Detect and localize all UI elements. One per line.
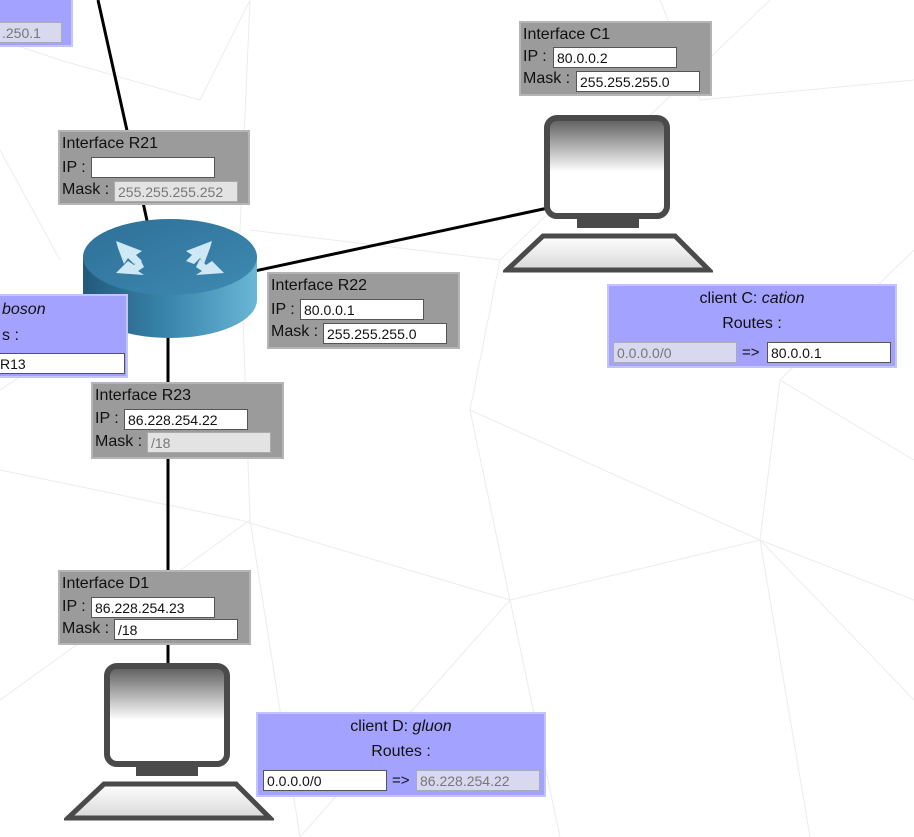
client-title: client C: cation	[609, 290, 895, 308]
mask-label: Mask :	[271, 323, 319, 340]
client-panel-fragment-b: boson s :	[0, 294, 128, 378]
interface-title: Interface R22	[271, 277, 368, 294]
interface-title: Interface R21	[62, 135, 159, 152]
mask-input-r21[interactable]	[114, 181, 238, 202]
route-destination-input[interactable]	[613, 342, 737, 363]
gateway-input-fragment[interactable]	[0, 353, 125, 374]
client-panel-c: client C: cation Routes : =>	[607, 284, 897, 368]
ip-label: IP :	[62, 159, 86, 176]
ip-input-d1[interactable]	[91, 597, 215, 618]
ip-label: IP :	[271, 301, 295, 318]
router-icon	[83, 219, 257, 338]
ip-input-r23[interactable]	[124, 409, 248, 430]
interface-panel-c1: Interface C1 IP : Mask :	[519, 21, 712, 96]
route-destination-input[interactable]	[263, 770, 387, 791]
client-panel-d: client D: gluon Routes : =>	[256, 712, 546, 797]
interface-title: Interface C1	[523, 26, 611, 43]
router[interactable]	[82, 215, 258, 340]
client-title-prefix: client C:	[699, 290, 762, 307]
route-arrow: =>	[742, 344, 760, 361]
interface-panel-r23: Interface R23 IP : Mask :	[91, 382, 284, 459]
mask-label: Mask :	[523, 70, 571, 87]
interface-panel-r22: Interface R22 IP : Mask :	[267, 272, 460, 349]
ip-input-c1[interactable]	[553, 47, 677, 68]
routes-label: Routes :	[722, 315, 782, 332]
interface-title: Interface D1	[62, 575, 150, 592]
client-panel-fragment-top-left	[0, 0, 73, 47]
mask-input-d1[interactable]	[114, 619, 238, 640]
ip-input-r21[interactable]	[91, 157, 215, 178]
client-title: client D: gluon	[258, 718, 544, 736]
mask-label: Mask :	[95, 433, 143, 450]
mask-label: Mask :	[62, 620, 110, 637]
route-gateway-input[interactable]	[767, 342, 891, 363]
route-gateway-input[interactable]	[416, 770, 540, 791]
interface-title: Interface R23	[95, 387, 192, 404]
ip-label: IP :	[523, 48, 547, 65]
ip-label: IP :	[95, 410, 119, 427]
client-name-fragment: boson	[2, 301, 46, 318]
computer-icon	[500, 115, 716, 273]
ip-input-r22[interactable]	[300, 299, 424, 320]
link-r22-c1	[249, 206, 549, 274]
routes-label: Routes :	[371, 743, 431, 760]
gateway-input-fragment[interactable]	[0, 22, 62, 43]
client-title-prefix: client D:	[350, 718, 413, 735]
route-arrow: =>	[392, 772, 410, 789]
routes-label-fragment: s :	[2, 327, 19, 344]
mask-input-c1[interactable]	[576, 71, 700, 92]
interface-panel-r21: Interface R21 IP : Mask :	[58, 130, 250, 205]
computer-c[interactable]	[500, 114, 716, 274]
mask-input-r23[interactable]	[147, 432, 271, 453]
computer-icon	[61, 663, 277, 821]
computer-d[interactable]	[61, 662, 277, 822]
client-name: gluon	[412, 718, 452, 735]
mask-label: Mask :	[62, 181, 110, 198]
ip-label: IP :	[62, 598, 86, 615]
client-name: cation	[761, 290, 805, 307]
interface-panel-d1: Interface D1 IP : Mask :	[58, 570, 251, 645]
mask-input-r22[interactable]	[323, 323, 447, 344]
